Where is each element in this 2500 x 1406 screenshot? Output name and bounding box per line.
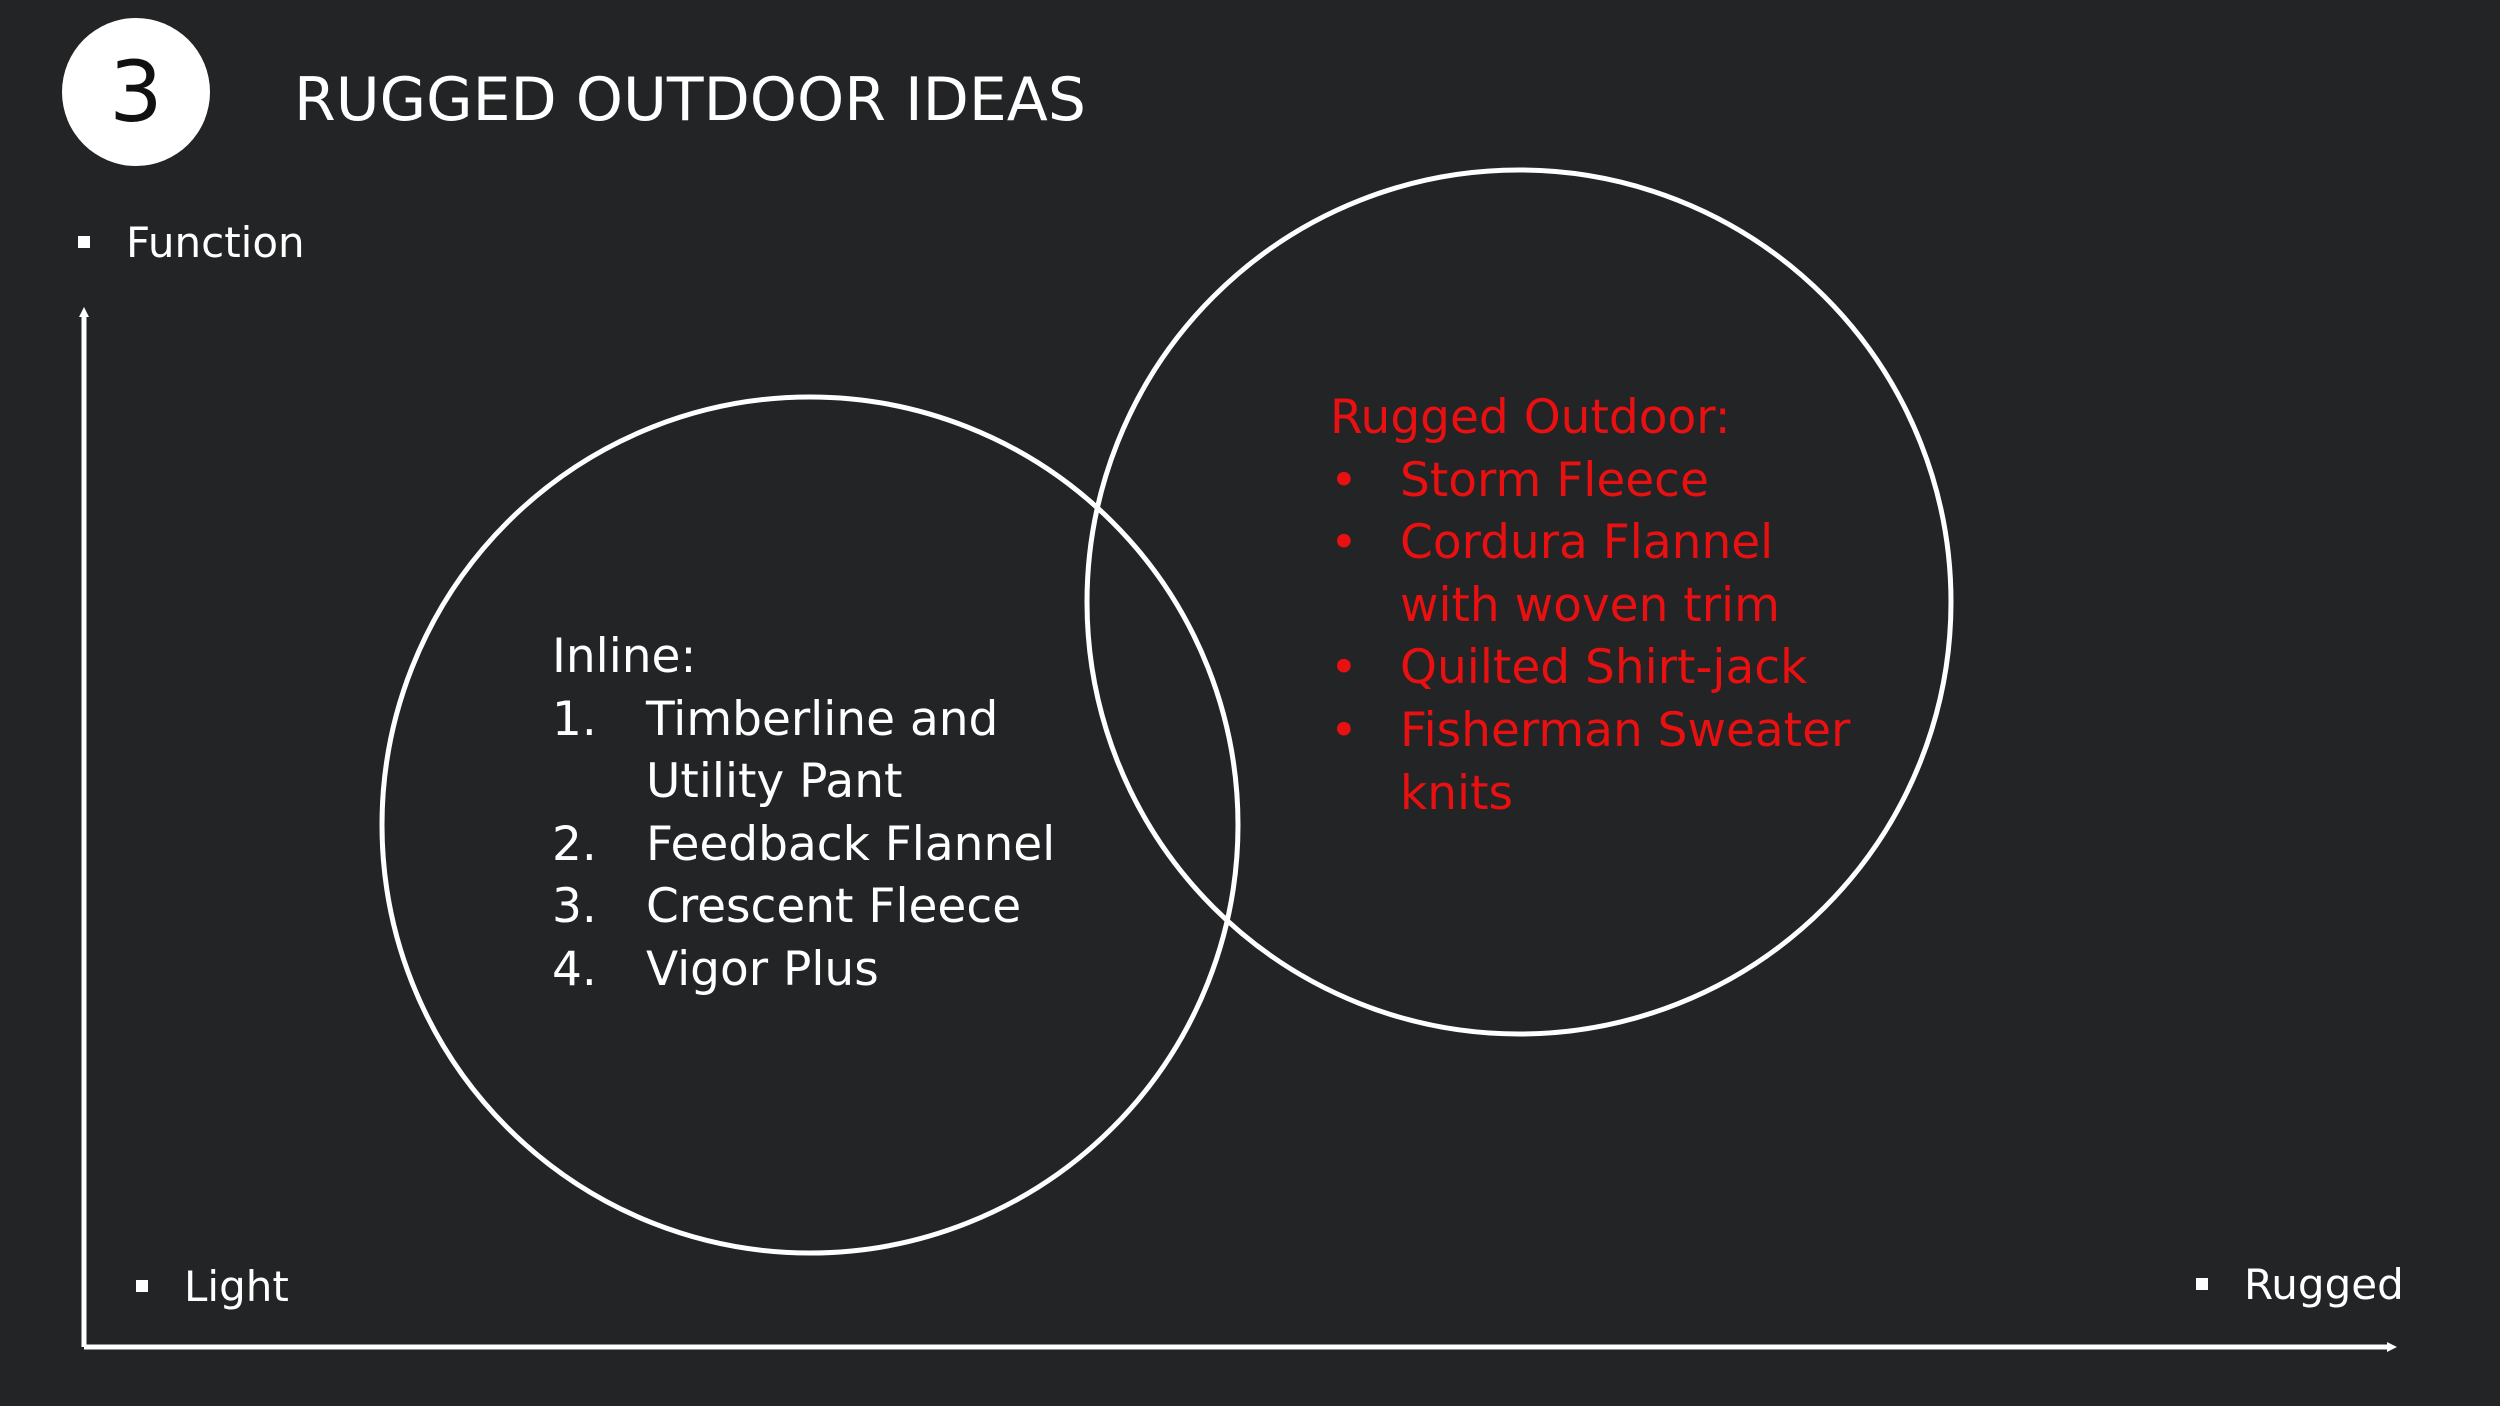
list-item-text: Timberline and bbox=[646, 691, 999, 747]
list-item-number: 2. bbox=[552, 816, 597, 872]
list-item-text: with woven trim bbox=[1400, 577, 1780, 633]
rugged-outdoor-group: Rugged Outdoor: • Storm Fleece • Cordura… bbox=[1330, 387, 1850, 825]
y-axis-label-text: Function bbox=[126, 218, 305, 267]
list-item-text: knits bbox=[1400, 765, 1513, 821]
list-item-text: Quilted Shirt-jack bbox=[1400, 640, 1808, 696]
x-axis-start-label-text: Light bbox=[184, 1262, 289, 1311]
list-item-continuation: knits bbox=[1330, 763, 1850, 826]
inline-group: Inline: 1. Timberline and Utility Pant 2… bbox=[552, 626, 1055, 1002]
x-axis-end-label-text: Rugged bbox=[2244, 1260, 2404, 1309]
slide-number-badge: 3 bbox=[62, 18, 210, 166]
square-bullet-icon bbox=[2196, 1277, 2208, 1290]
bullet-icon: • bbox=[1330, 515, 1358, 571]
inline-heading: Inline: bbox=[552, 629, 697, 684]
list-item-text: Fisherman Sweater bbox=[1400, 702, 1851, 758]
list-item-text: Vigor Plus bbox=[646, 941, 879, 997]
list-item-continuation: with woven trim bbox=[1330, 575, 1850, 638]
list-item: • Quilted Shirt-jack bbox=[1330, 637, 1850, 700]
list-item-number: 3. bbox=[552, 879, 597, 935]
inline-circle bbox=[379, 394, 1241, 1256]
square-bullet-icon bbox=[136, 1279, 148, 1292]
list-item: 4. Vigor Plus bbox=[552, 939, 1055, 1002]
list-item: 3. Crescent Fleece bbox=[552, 876, 1055, 939]
x-axis-start-label: Light bbox=[136, 1262, 289, 1312]
list-item-text: Cordura Flannel bbox=[1400, 515, 1774, 571]
list-item: 1. Timberline and bbox=[552, 689, 1055, 752]
list-item-text: Crescent Fleece bbox=[646, 879, 1022, 935]
y-axis-label: Function bbox=[78, 218, 305, 268]
rugged-outdoor-heading: Rugged Outdoor: bbox=[1330, 390, 1731, 445]
list-item-number: 1. bbox=[552, 691, 597, 747]
slide-title: RUGGED OUTDOOR IDEAS bbox=[294, 65, 1086, 135]
x-axis-end-label: Rugged bbox=[2196, 1260, 2404, 1310]
list-item-continuation: Utility Pant bbox=[552, 751, 1055, 814]
bullet-icon: • bbox=[1330, 640, 1358, 696]
list-item: • Storm Fleece bbox=[1330, 450, 1850, 513]
list-item: 2. Feedback Flannel bbox=[552, 814, 1055, 877]
list-item-text: Feedback Flannel bbox=[646, 816, 1056, 872]
list-item-number: 4. bbox=[552, 941, 597, 997]
rugged-outdoor-circle bbox=[1084, 167, 1954, 1037]
list-item-text: Storm Fleece bbox=[1400, 452, 1709, 508]
bullet-icon: • bbox=[1330, 452, 1358, 508]
bullet-icon: • bbox=[1330, 702, 1358, 758]
list-item: • Cordura Flannel bbox=[1330, 512, 1850, 575]
list-item-text: Utility Pant bbox=[646, 754, 903, 810]
list-item: • Fisherman Sweater bbox=[1330, 700, 1850, 763]
slide-number: 3 bbox=[109, 43, 163, 141]
square-bullet-icon bbox=[78, 235, 90, 248]
